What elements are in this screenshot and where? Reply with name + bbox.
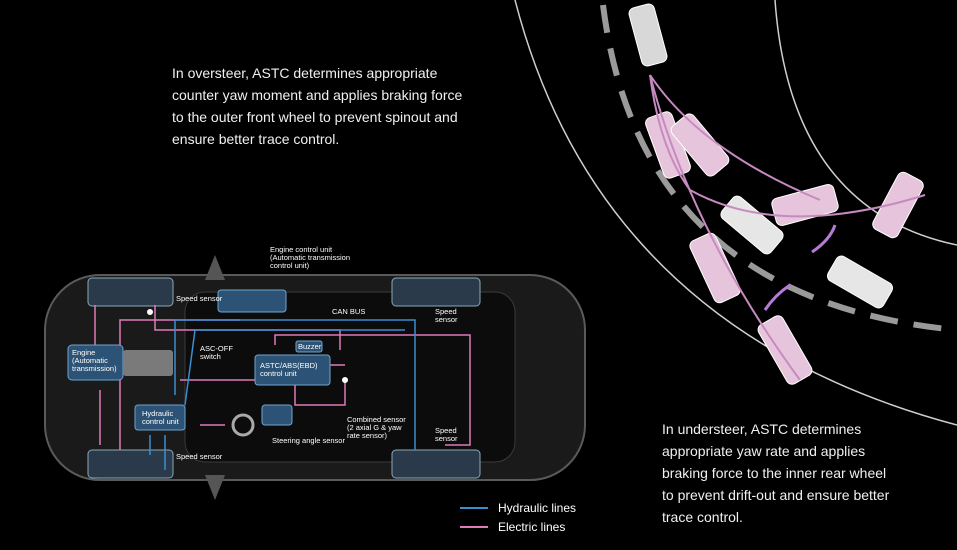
electric-legend-swatch (460, 526, 488, 528)
speed-sensor-fr-label: Speed sensor (435, 307, 458, 324)
yaw-rate-arrow (763, 283, 791, 311)
wheel-front-left (87, 277, 174, 307)
steering-angle-sensor-label: Steering angle sensor (272, 436, 345, 445)
wheel-rear-right (391, 449, 481, 479)
electric-legend-label: Electric lines (498, 520, 566, 534)
engine-control-unit-box (217, 289, 287, 313)
car-oversteer-1 (628, 3, 668, 67)
speed-sensor-rl-label: Speed sensor (176, 452, 223, 461)
hydraulic-legend-label: Hydraulic lines (498, 501, 577, 515)
astc-unit-box (254, 354, 331, 386)
road-outer-edge (514, 0, 957, 426)
buzzer-label: Buzzer (298, 342, 322, 351)
mirror-left (205, 255, 225, 280)
can-bus-node-1 (342, 377, 348, 383)
legend-hydraulic: Hydraulic lines (460, 501, 576, 515)
wheel-front-right (391, 277, 481, 307)
mirror-right (205, 475, 225, 500)
understeer-path (649, 74, 801, 381)
understeer-caption: In understeer, ASTC determines appropria… (662, 421, 890, 525)
combined-sensor-label: Combined sensor (2 axial G & yaw rate se… (347, 415, 406, 440)
wheel-rear-left (87, 449, 174, 479)
hydraulic-unit-label: Hydraulic control unit (142, 409, 179, 426)
oversteer-caption: In oversteer, ASTC determines appropriat… (172, 65, 463, 147)
car-understeer-3 (757, 315, 813, 385)
legend-electric: Electric lines (460, 520, 565, 534)
steering-sensor-icon (231, 413, 255, 437)
can-bus-label: CAN BUS (332, 307, 366, 316)
engine-label: Engine (Automatic transmission) (72, 348, 117, 373)
asc-off-switch-label: ASC-OFF switch (200, 344, 233, 361)
oversteer-path (649, 74, 926, 218)
car-understeer-1 (689, 232, 741, 304)
car-oversteer-6 (872, 171, 924, 239)
hydraulic-legend-swatch (460, 507, 488, 509)
buzzer-box (295, 340, 323, 353)
astc-unit-label: ASTC/ABS(EBD) control unit (260, 361, 318, 378)
oversteer-path-2 (649, 74, 821, 201)
electric-lines (94, 305, 471, 450)
engine-control-unit-label: Engine control unit (Automatic transmiss… (270, 245, 351, 270)
hydraulic-unit-box (134, 404, 186, 431)
car-oversteer-3 (670, 113, 730, 177)
car-understeer-2 (826, 255, 894, 309)
combined-sensor-box (261, 404, 293, 426)
speed-sensor-fl-label: Speed sensor (176, 294, 223, 303)
hydraulic-lines (149, 319, 416, 470)
engine-block (123, 350, 173, 376)
road-inner-edge (774, 0, 957, 246)
counter-yaw-arrow (811, 224, 837, 254)
can-bus-node-2 (147, 309, 153, 315)
road-center-line (600, 4, 957, 333)
speed-sensor-rr-label: Speed sensor (435, 426, 458, 443)
